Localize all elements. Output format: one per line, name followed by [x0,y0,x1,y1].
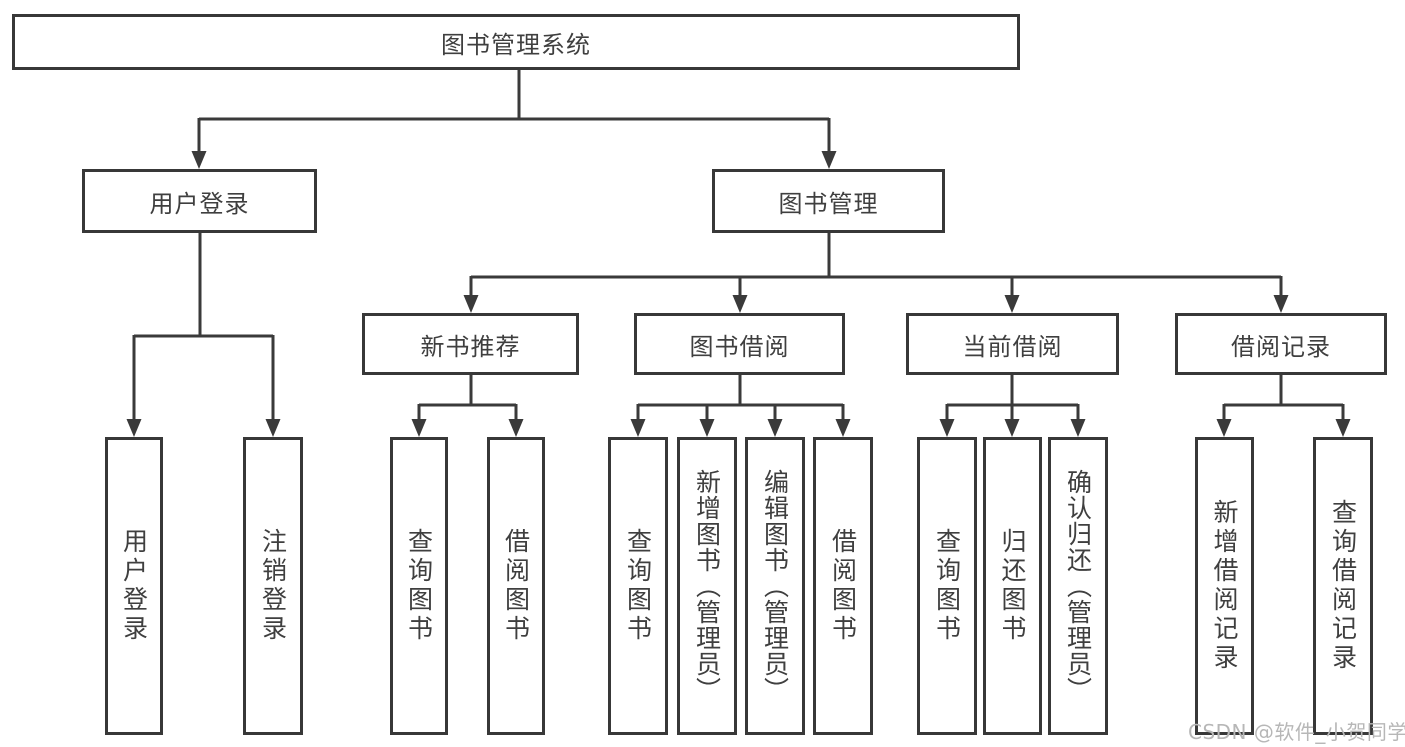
leaf-confirm-return-admin: 确认归还（管理员） [1048,437,1108,735]
node-book-management: 图书管理 [712,169,945,233]
node-new-book-recommend: 新书推荐 [362,313,579,375]
leaf-query-books-recommend: 查询图书 [390,437,448,735]
leaf-add-borrow-record: 新增借阅记录 [1195,437,1254,735]
leaf-borrow-books-recommend: 借阅图书 [487,437,545,735]
connector-current-borrowing-to-leaves [939,375,1086,437]
leaf-add-books-admin: 新增图书（管理员） [677,437,737,735]
leaf-return-books: 归还图书 [983,437,1042,735]
node-user-login: 用户登录 [82,169,317,233]
node-book-borrowing: 图书借阅 [634,313,845,375]
connector-book-management-to-level3 [463,233,1289,313]
leaf-logout: 注销登录 [243,437,303,735]
connector-user-login-to-leaves [126,233,281,437]
node-library-management-system: 图书管理系统 [12,14,1020,70]
leaf-query-books-borrowing: 查询图书 [608,437,668,735]
leaf-borrow-books: 借阅图书 [813,437,873,735]
leaf-edit-books-admin: 编辑图书（管理员） [745,437,805,735]
connector-root-to-level2 [191,70,837,169]
csdn-watermark: CSDN @软件_小贺同学 [1188,720,1405,744]
leaf-user-login: 用户登录 [105,437,163,735]
leaf-query-books-current: 查询图书 [917,437,977,735]
connector-new-book-recommend-to-leaves [411,375,524,437]
leaf-query-borrow-record: 查询借阅记录 [1313,437,1373,735]
connector-book-borrowing-to-leaves [630,375,851,437]
node-borrowing-records: 借阅记录 [1175,313,1387,375]
node-current-borrowing: 当前借阅 [906,313,1119,375]
connector-borrowing-records-to-leaves [1216,375,1351,437]
